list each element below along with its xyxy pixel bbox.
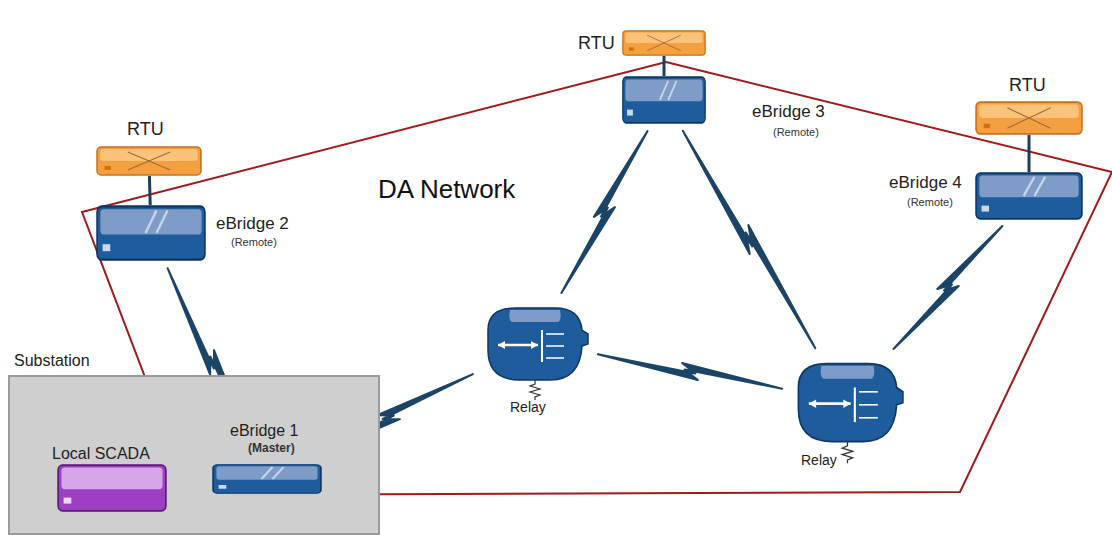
wireless-link — [894, 226, 1003, 349]
ebridge-device: eBridge 1(Master) — [212, 464, 322, 494]
device-label: eBridge 1 — [230, 422, 299, 440]
rtu-icon — [975, 101, 1083, 135]
relay-device: Relay — [480, 300, 590, 385]
wireless-link — [561, 131, 647, 293]
network-boundary — [82, 62, 1112, 495]
scada-device: Local SCADA — [57, 464, 167, 512]
wired-link — [1028, 135, 1031, 172]
device-label: RTU — [578, 34, 615, 54]
ebridge-icon — [975, 172, 1083, 220]
role-label: (Remote) — [231, 236, 277, 248]
network-label: DA Network — [378, 175, 515, 204]
substation-area: SubstationLocal SCADAeBridge 1(Master) — [8, 375, 380, 535]
relay-icon — [790, 355, 905, 447]
rtu-device: RTU — [622, 30, 706, 56]
role-label: (Remote) — [773, 126, 819, 138]
relay-icon — [480, 300, 590, 385]
device-label: eBridge 3 — [752, 103, 825, 122]
rtu-icon — [622, 30, 706, 56]
role-label: (Master) — [248, 442, 295, 455]
wireless-link — [683, 131, 816, 348]
ebridge-icon — [622, 76, 706, 124]
rtu-device: RTU — [975, 101, 1083, 135]
device-label: eBridge 4 — [889, 174, 962, 193]
device-label: Local SCADA — [52, 445, 150, 463]
scada-icon — [57, 464, 167, 512]
wired-link — [663, 56, 666, 76]
device-label: Substation — [14, 352, 90, 370]
device-label: eBridge 2 — [216, 215, 289, 234]
device-label: RTU — [1009, 76, 1046, 96]
ebridge-device: eBridge 3(Remote) — [622, 76, 706, 124]
ebridge-icon — [212, 464, 322, 494]
ebridge-icon — [96, 205, 206, 261]
wired-link — [148, 176, 152, 205]
relay-device: Relay — [790, 355, 905, 447]
ebridge-device: eBridge 4(Remote) — [975, 172, 1083, 220]
ebridge-device: eBridge 2(Remote) — [96, 205, 206, 261]
role-label: (Remote) — [907, 196, 953, 208]
wireless-link — [598, 354, 782, 389]
rtu-icon — [96, 146, 202, 176]
device-label: Relay — [801, 453, 837, 468]
device-label: Relay — [510, 400, 546, 415]
device-label: RTU — [127, 120, 164, 140]
rtu-device: RTU — [96, 146, 202, 176]
